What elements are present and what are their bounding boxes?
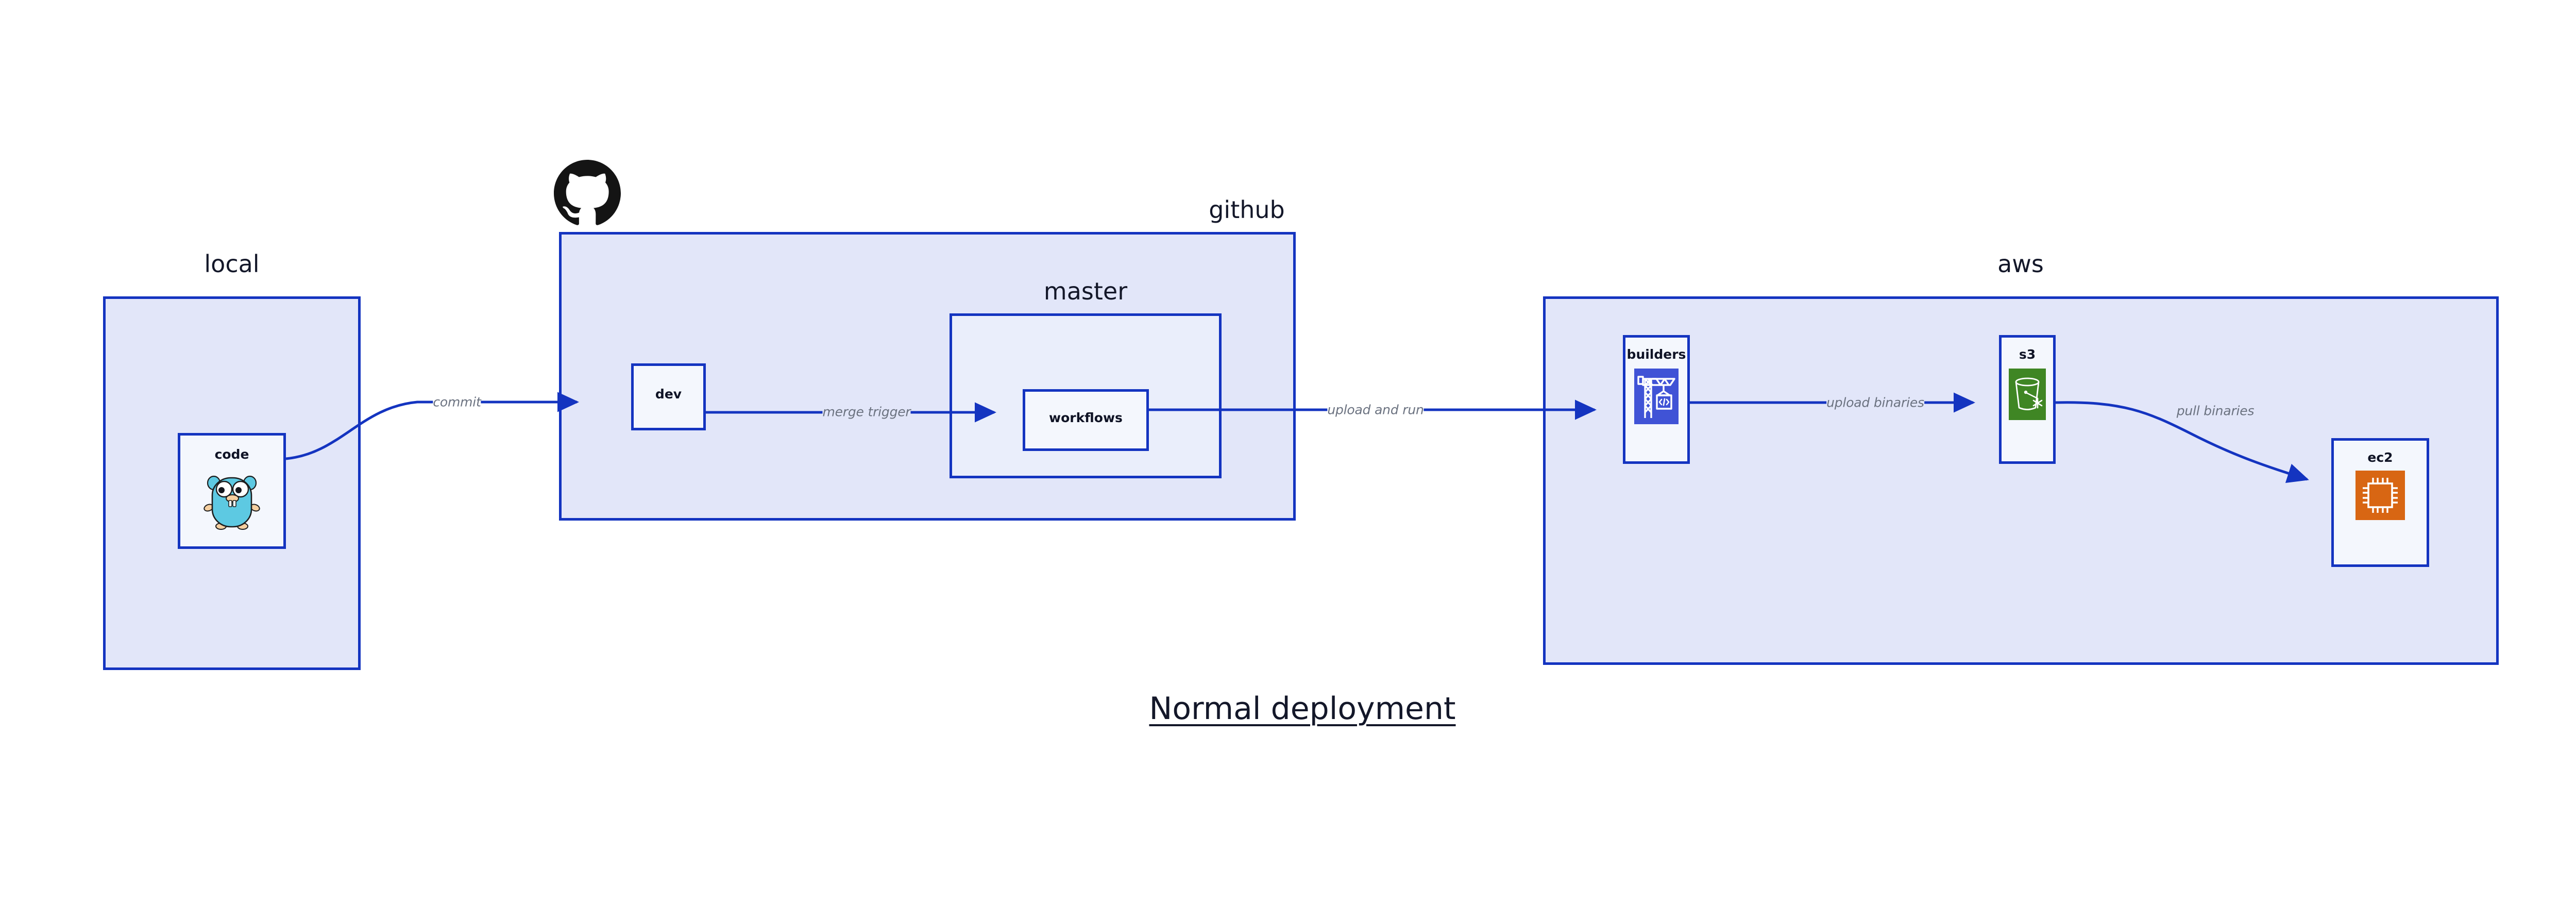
edge-label-upload-and-run: upload and run	[1327, 402, 1424, 417]
node-label-code: code	[214, 447, 249, 462]
crane-icon	[1634, 369, 1679, 424]
node-workflows[interactable]: workflows	[1023, 389, 1149, 451]
edge-label-pull-binaries: pull binaries	[2176, 403, 2255, 419]
node-builders[interactable]: builders	[1623, 335, 1690, 464]
group-label-github: github	[1209, 196, 1285, 224]
node-label-dev: dev	[655, 387, 682, 402]
github-octocat-icon	[554, 160, 621, 227]
node-label-builders: builders	[1626, 347, 1686, 362]
node-label-ec2: ec2	[2367, 450, 2393, 465]
edge-label-merge-trigger: merge trigger	[822, 404, 911, 420]
node-dev[interactable]: dev	[631, 363, 706, 430]
node-s3[interactable]: s3	[1999, 335, 2056, 464]
node-ec2[interactable]: ec2	[2331, 438, 2429, 567]
node-label-s3: s3	[2019, 347, 2036, 362]
node-label-workflows: workflows	[1049, 410, 1123, 425]
go-gopher-icon	[204, 467, 260, 530]
group-label-aws: aws	[1997, 250, 2044, 278]
edge-label-upload-binaries: upload binaries	[1826, 395, 1924, 410]
group-label-local: local	[204, 250, 260, 278]
page-title: Normal deployment	[1149, 691, 1456, 727]
cpu-chip-icon	[2355, 471, 2405, 520]
edge-label-commit: commit	[433, 394, 481, 410]
s3-bucket-icon	[2009, 369, 2046, 420]
group-label-master: master	[1043, 277, 1128, 305]
node-code[interactable]: code	[178, 433, 286, 549]
